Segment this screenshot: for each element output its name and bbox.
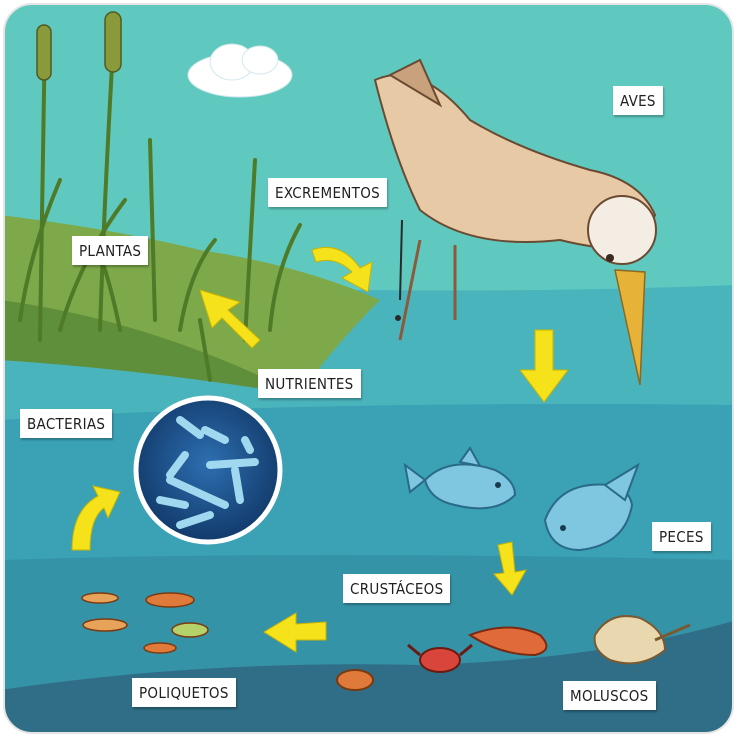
label-bacterias: BACTERIAS — [20, 409, 112, 438]
small-shrimp — [337, 670, 373, 690]
label-plantas: PLANTAS — [72, 236, 148, 265]
label-excrementos: EXCREMENTOS — [268, 178, 387, 207]
label-nutrientes: NUTRIENTES — [258, 369, 361, 398]
label-aves: AVES — [613, 86, 663, 115]
bacteria-circle — [136, 398, 280, 542]
label-crustaceos: CRUSTÁCEOS — [343, 574, 450, 603]
label-poliquetos: POLIQUETOS — [132, 678, 236, 707]
label-moluscos: MOLUSCOS — [563, 681, 656, 710]
label-peces: PECES — [652, 522, 711, 551]
